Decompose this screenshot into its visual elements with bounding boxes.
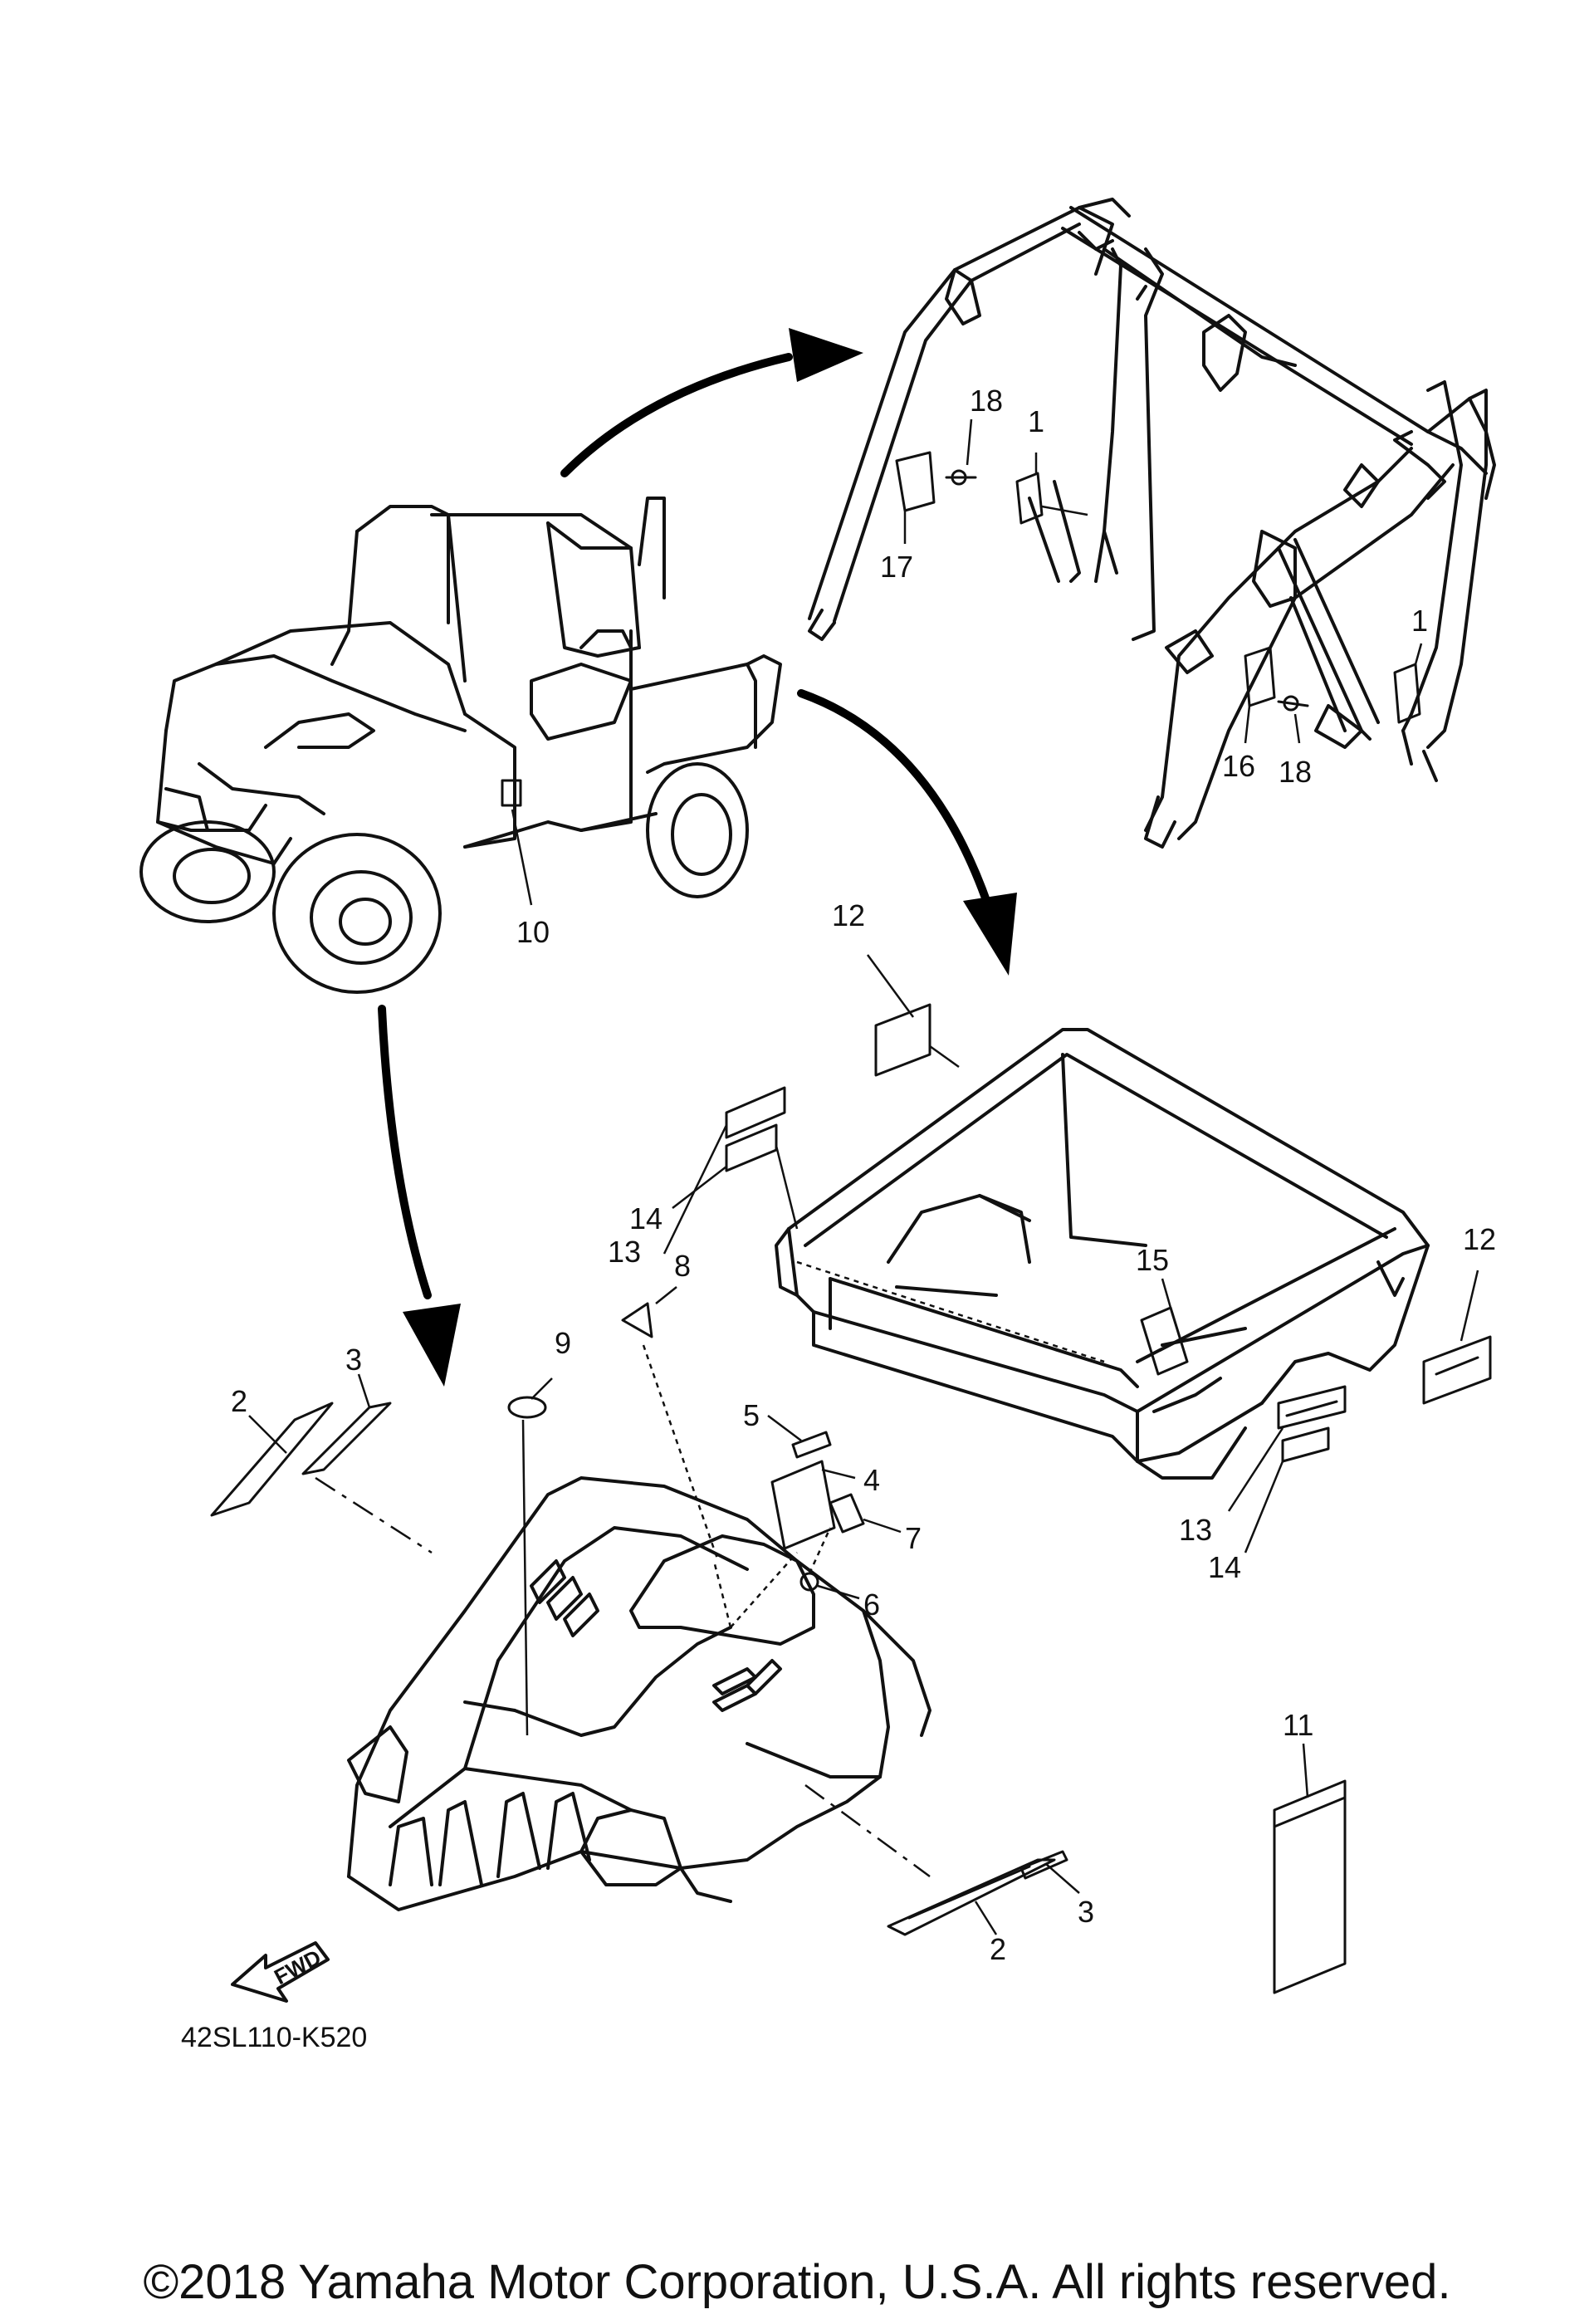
part-4 xyxy=(770,1460,856,1550)
part-14a xyxy=(672,1123,799,1230)
callout-1: 1 xyxy=(1411,604,1428,638)
callout-14: 14 xyxy=(1208,1550,1241,1584)
callout-1: 1 xyxy=(1028,404,1044,438)
callout-16: 16 xyxy=(1222,749,1255,783)
callout-2: 2 xyxy=(231,1384,247,1418)
hood-illustration xyxy=(347,1476,931,1911)
part-16 xyxy=(1244,646,1276,744)
callout-13: 13 xyxy=(608,1235,641,1269)
part-3a xyxy=(301,1373,392,1475)
part-18a xyxy=(945,418,977,486)
callout-11: 11 xyxy=(1283,1708,1313,1742)
part-18b xyxy=(1277,695,1309,744)
part-13b xyxy=(1227,1385,1347,1512)
part-7 xyxy=(829,1493,902,1534)
part-17 xyxy=(895,451,936,544)
part-8 xyxy=(621,1286,720,1562)
diagram-code: 42SL110-K520 xyxy=(181,2022,367,2053)
part-1b xyxy=(1393,643,1423,724)
callout-8: 8 xyxy=(674,1249,691,1283)
part-2b xyxy=(804,1783,1056,1936)
flow-arrows xyxy=(378,328,1017,1387)
callout-12: 12 xyxy=(832,898,865,932)
callout-18: 18 xyxy=(1279,755,1312,789)
vehicle-illustration xyxy=(139,497,782,994)
part-5 xyxy=(767,1415,832,1459)
callout-15: 15 xyxy=(1136,1243,1169,1277)
part-15 xyxy=(1140,1278,1189,1376)
part-14b xyxy=(1244,1426,1330,1553)
callout-10: 10 xyxy=(516,915,550,949)
part-11 xyxy=(1273,1743,1347,1994)
callout-3: 3 xyxy=(1078,1895,1094,1929)
fwd-arrow-icon: FWD xyxy=(231,1941,330,2003)
callout-9: 9 xyxy=(555,1326,571,1360)
part-9 xyxy=(507,1377,553,1736)
callout-2: 2 xyxy=(990,1932,1006,1966)
callout-7: 7 xyxy=(905,1521,922,1555)
callout-5: 5 xyxy=(743,1398,760,1432)
part-3b xyxy=(1019,1850,1080,1894)
cargo-bed-illustration xyxy=(775,1028,1430,1480)
callout-14: 14 xyxy=(629,1201,663,1235)
callout-3: 3 xyxy=(345,1343,362,1377)
roll-cage-illustration xyxy=(808,198,1496,849)
part-12b xyxy=(1422,1270,1492,1405)
copyright-notice: ©2018 Yamaha Motor Corporation, U.S.A. A… xyxy=(143,2255,1451,2309)
part-1a xyxy=(1015,453,1088,525)
callout-18: 18 xyxy=(970,384,1003,418)
callout-17: 17 xyxy=(880,550,913,584)
part-12a xyxy=(866,954,960,1077)
part-2a xyxy=(210,1402,433,1554)
callout-13: 13 xyxy=(1179,1513,1212,1547)
callout-6: 6 xyxy=(863,1588,880,1622)
callout-12: 12 xyxy=(1463,1222,1496,1256)
part-13a xyxy=(663,1086,786,1255)
part-6 xyxy=(799,1527,860,1600)
callout-4: 4 xyxy=(863,1463,880,1497)
